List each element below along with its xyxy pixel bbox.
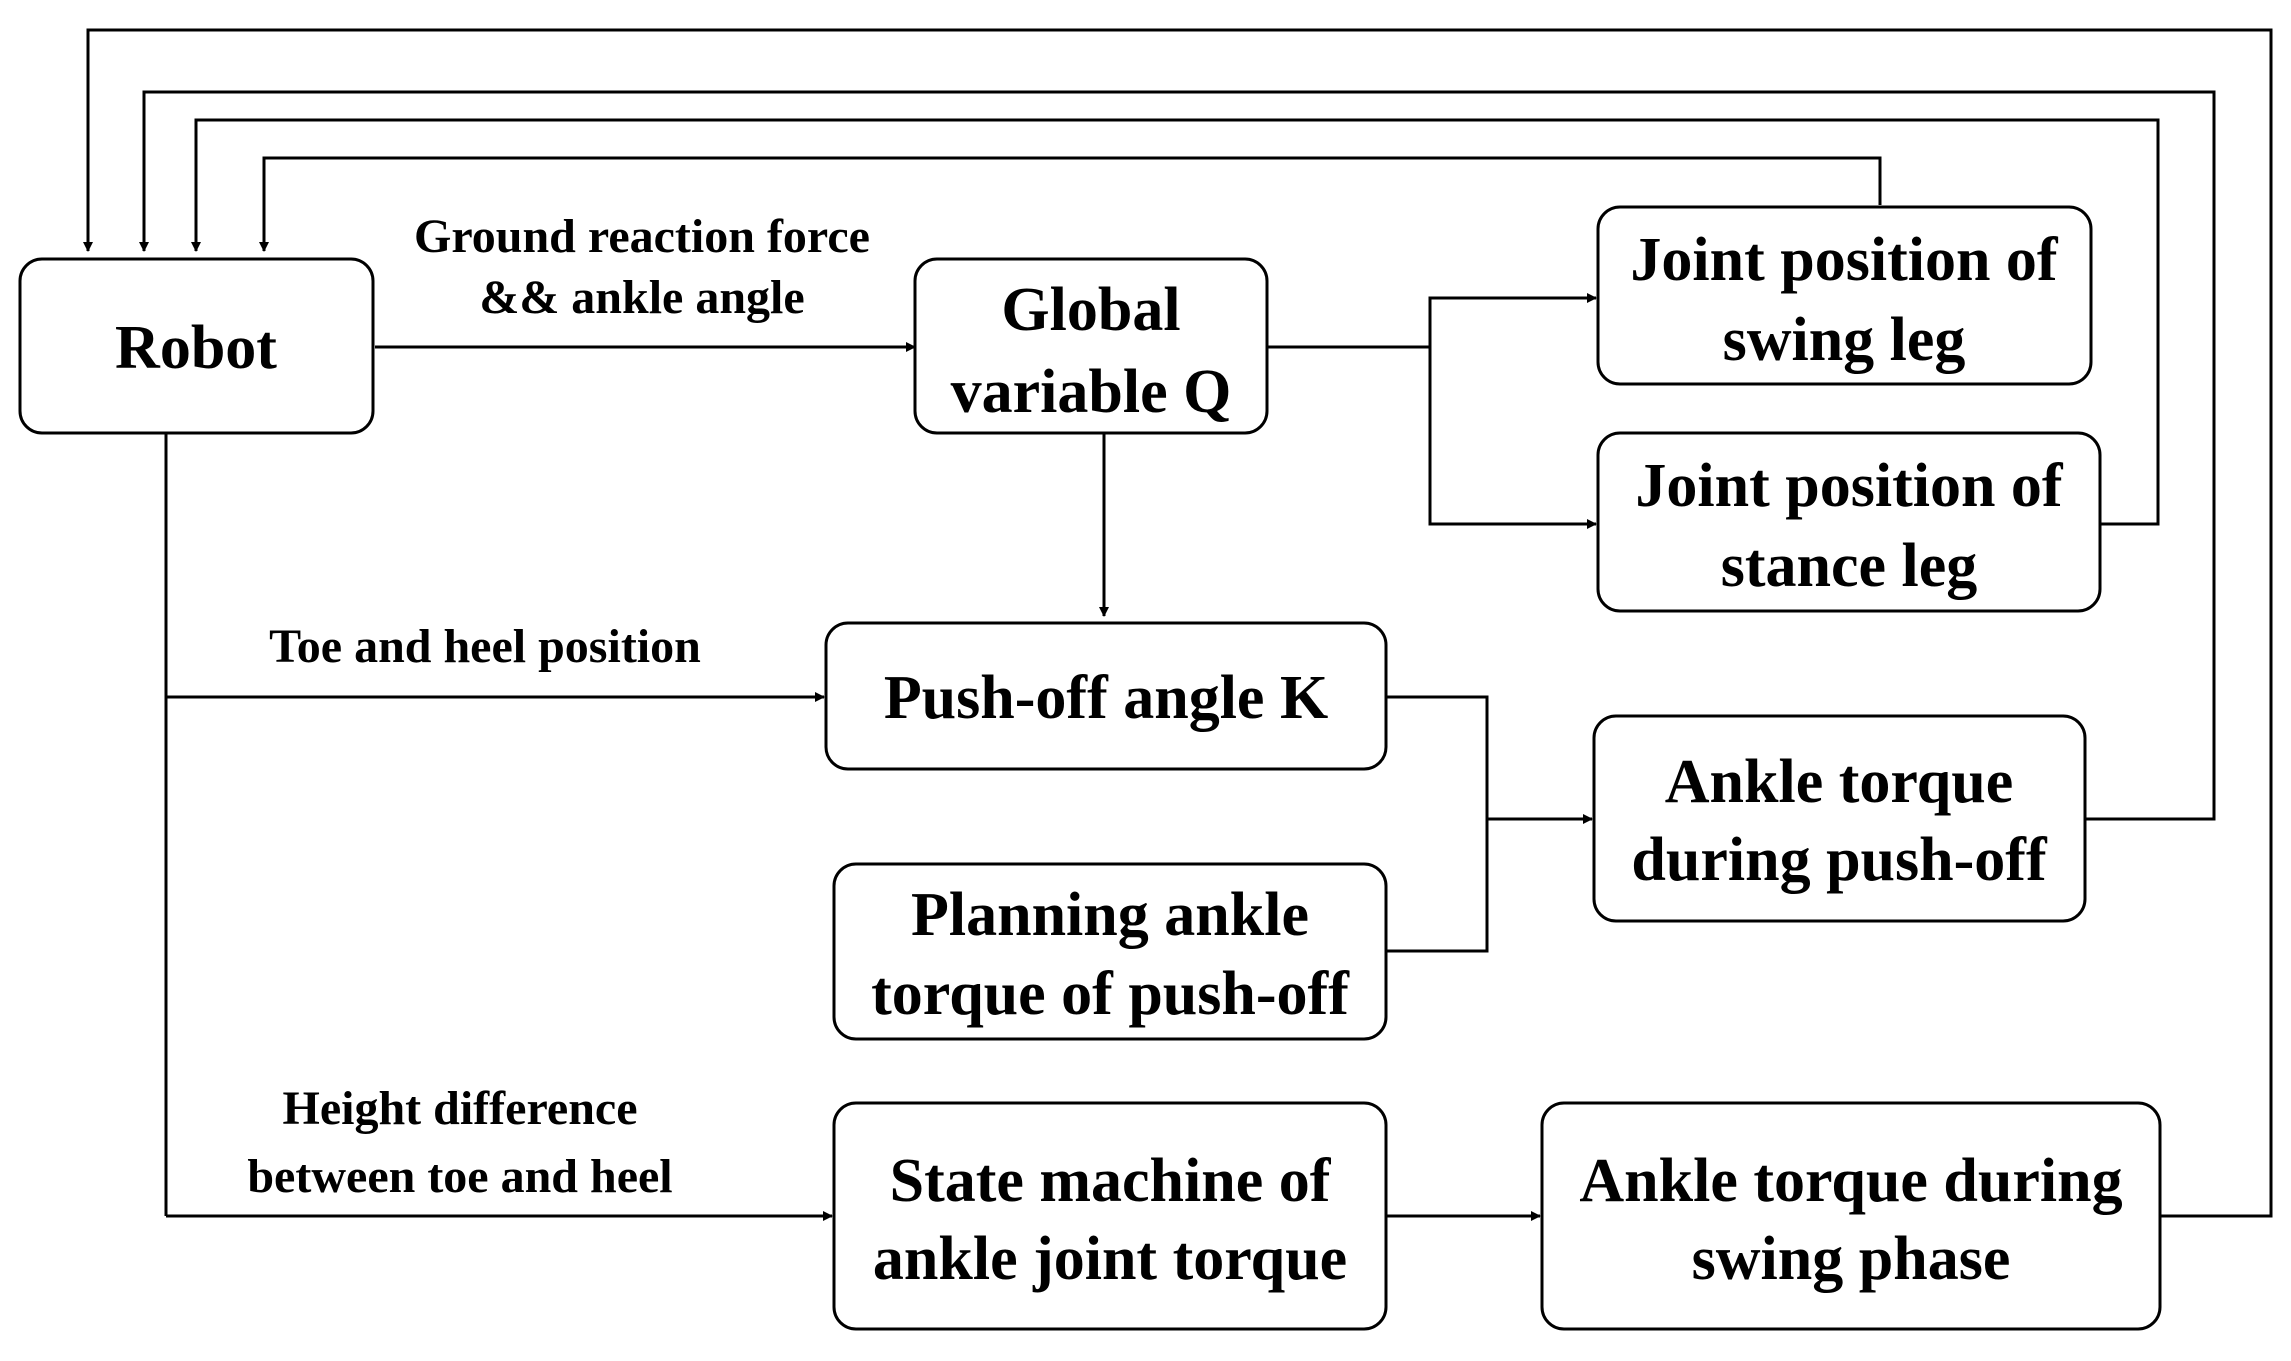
node-robot: Robot [18, 257, 375, 435]
line-planning-to-merge [1384, 819, 1489, 953]
node-global-variable-line1: Global [1001, 276, 1180, 344]
edge-label-height-difference-line1: Height difference [282, 1082, 637, 1135]
node-ankle-torque-swing: Ankle torque during swing phase [1540, 1101, 2162, 1331]
node-robot-label: Robot [115, 314, 277, 382]
node-swing-leg-position-line2: swing leg [1723, 306, 1966, 374]
node-swing-leg-position-line1: Joint position of [1630, 226, 2059, 294]
arrow-global-to-stance-position [1428, 347, 1597, 529]
node-planning-ankle-torque-line1: Planning ankle [911, 881, 1309, 949]
node-state-machine: State machine of ankle joint torque [832, 1101, 1388, 1331]
edge-label-toe-heel-position: Toe and heel position [269, 620, 701, 673]
node-stance-leg-position-line1: Joint position of [1635, 452, 2064, 520]
feedback-ankle-swing-to-robot [83, 28, 2273, 1218]
feedback-stance-position-to-robot [191, 118, 2160, 526]
node-ankle-torque-pushoff-line1: Ankle torque [1665, 748, 2014, 816]
feedback-ankle-pushoff-to-robot [139, 90, 2216, 821]
edge-label-ground-reaction-line2: && ankle angle [479, 271, 804, 324]
node-swing-leg-position: Joint position of swing leg [1596, 205, 2093, 386]
node-state-machine-line2: ankle joint torque [873, 1225, 1347, 1293]
edge-label-height-difference-line2: between toe and heel [247, 1150, 672, 1203]
arrow-global-to-swing-position [1428, 293, 1597, 347]
node-state-machine-line1: State machine of [890, 1147, 1332, 1215]
feedback-swing-position-to-robot [259, 156, 1882, 252]
node-planning-ankle-torque-line2: torque of push-off [871, 960, 1350, 1028]
line-pushoff-angle-to-merge [1384, 695, 1489, 819]
node-ankle-torque-pushoff-line2: during push-off [1631, 826, 2048, 894]
edge-label-ground-reaction: Ground reaction force && ankle angle [414, 210, 870, 324]
edge-label-ground-reaction-line1: Ground reaction force [414, 210, 870, 263]
edge-label-height-difference: Height difference between toe and heel [247, 1082, 672, 1203]
node-stance-leg-position-line2: stance leg [1721, 532, 1978, 600]
node-ankle-torque-swing-line1: Ankle torque during [1579, 1147, 2122, 1215]
connectors [83, 28, 2273, 1221]
node-pushoff-angle-label: Push-off angle K [884, 664, 1328, 732]
node-pushoff-angle: Push-off angle K [824, 621, 1388, 771]
node-planning-ankle-torque: Planning ankle torque of push-off [832, 862, 1388, 1041]
node-stance-leg-position: Joint position of stance leg [1596, 431, 2102, 613]
node-global-variable-line2: variable Q [951, 358, 1232, 426]
node-ankle-torque-swing-line2: swing phase [1692, 1225, 2011, 1293]
node-ankle-torque-pushoff: Ankle torque during push-off [1592, 714, 2087, 923]
node-global-variable: Global variable Q [913, 257, 1269, 435]
